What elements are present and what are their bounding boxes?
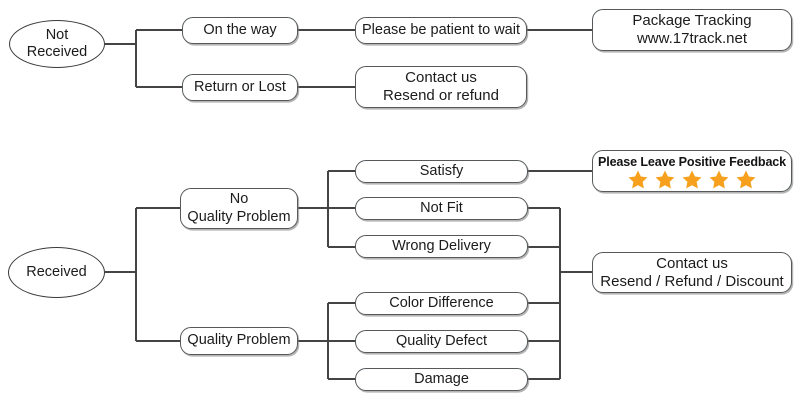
node-quality-problem[interactable]: Quality Problem [180,327,298,355]
node-satisfy[interactable]: Satisfy [355,160,528,183]
node-damage[interactable]: Damage [355,368,528,391]
star-icon[interactable] [736,170,756,189]
node-return-or-lost[interactable]: Return or Lost [182,74,298,101]
node-not-received[interactable]: Not Received [9,20,105,68]
node-not-fit[interactable]: Not Fit [355,197,528,220]
star-rating[interactable] [628,170,756,189]
star-icon[interactable] [682,170,702,189]
node-package-tracking[interactable]: Package Tracking www.17track.net [592,9,792,51]
node-contact-resend-refund-discount[interactable]: Contact us Resend / Refund / Discount [592,252,792,293]
node-color-difference[interactable]: Color Difference [355,292,528,315]
star-icon[interactable] [709,170,729,189]
node-received[interactable]: Received [8,247,105,298]
node-quality-defect[interactable]: Quality Defect [355,330,528,353]
star-icon[interactable] [628,170,648,189]
node-contact-resend-refund[interactable]: Contact us Resend or refund [355,66,527,108]
node-wrong-delivery[interactable]: Wrong Delivery [355,235,528,258]
star-icon[interactable] [655,170,675,189]
node-no-quality-problem[interactable]: No Quality Problem [180,188,298,229]
node-please-be-patient[interactable]: Please be patient to wait [355,17,527,44]
feedback-title: Please Leave Positive Feedback [597,154,787,169]
node-positive-feedback[interactable]: Please Leave Positive Feedback [592,150,792,192]
node-on-the-way[interactable]: On the way [182,17,298,44]
